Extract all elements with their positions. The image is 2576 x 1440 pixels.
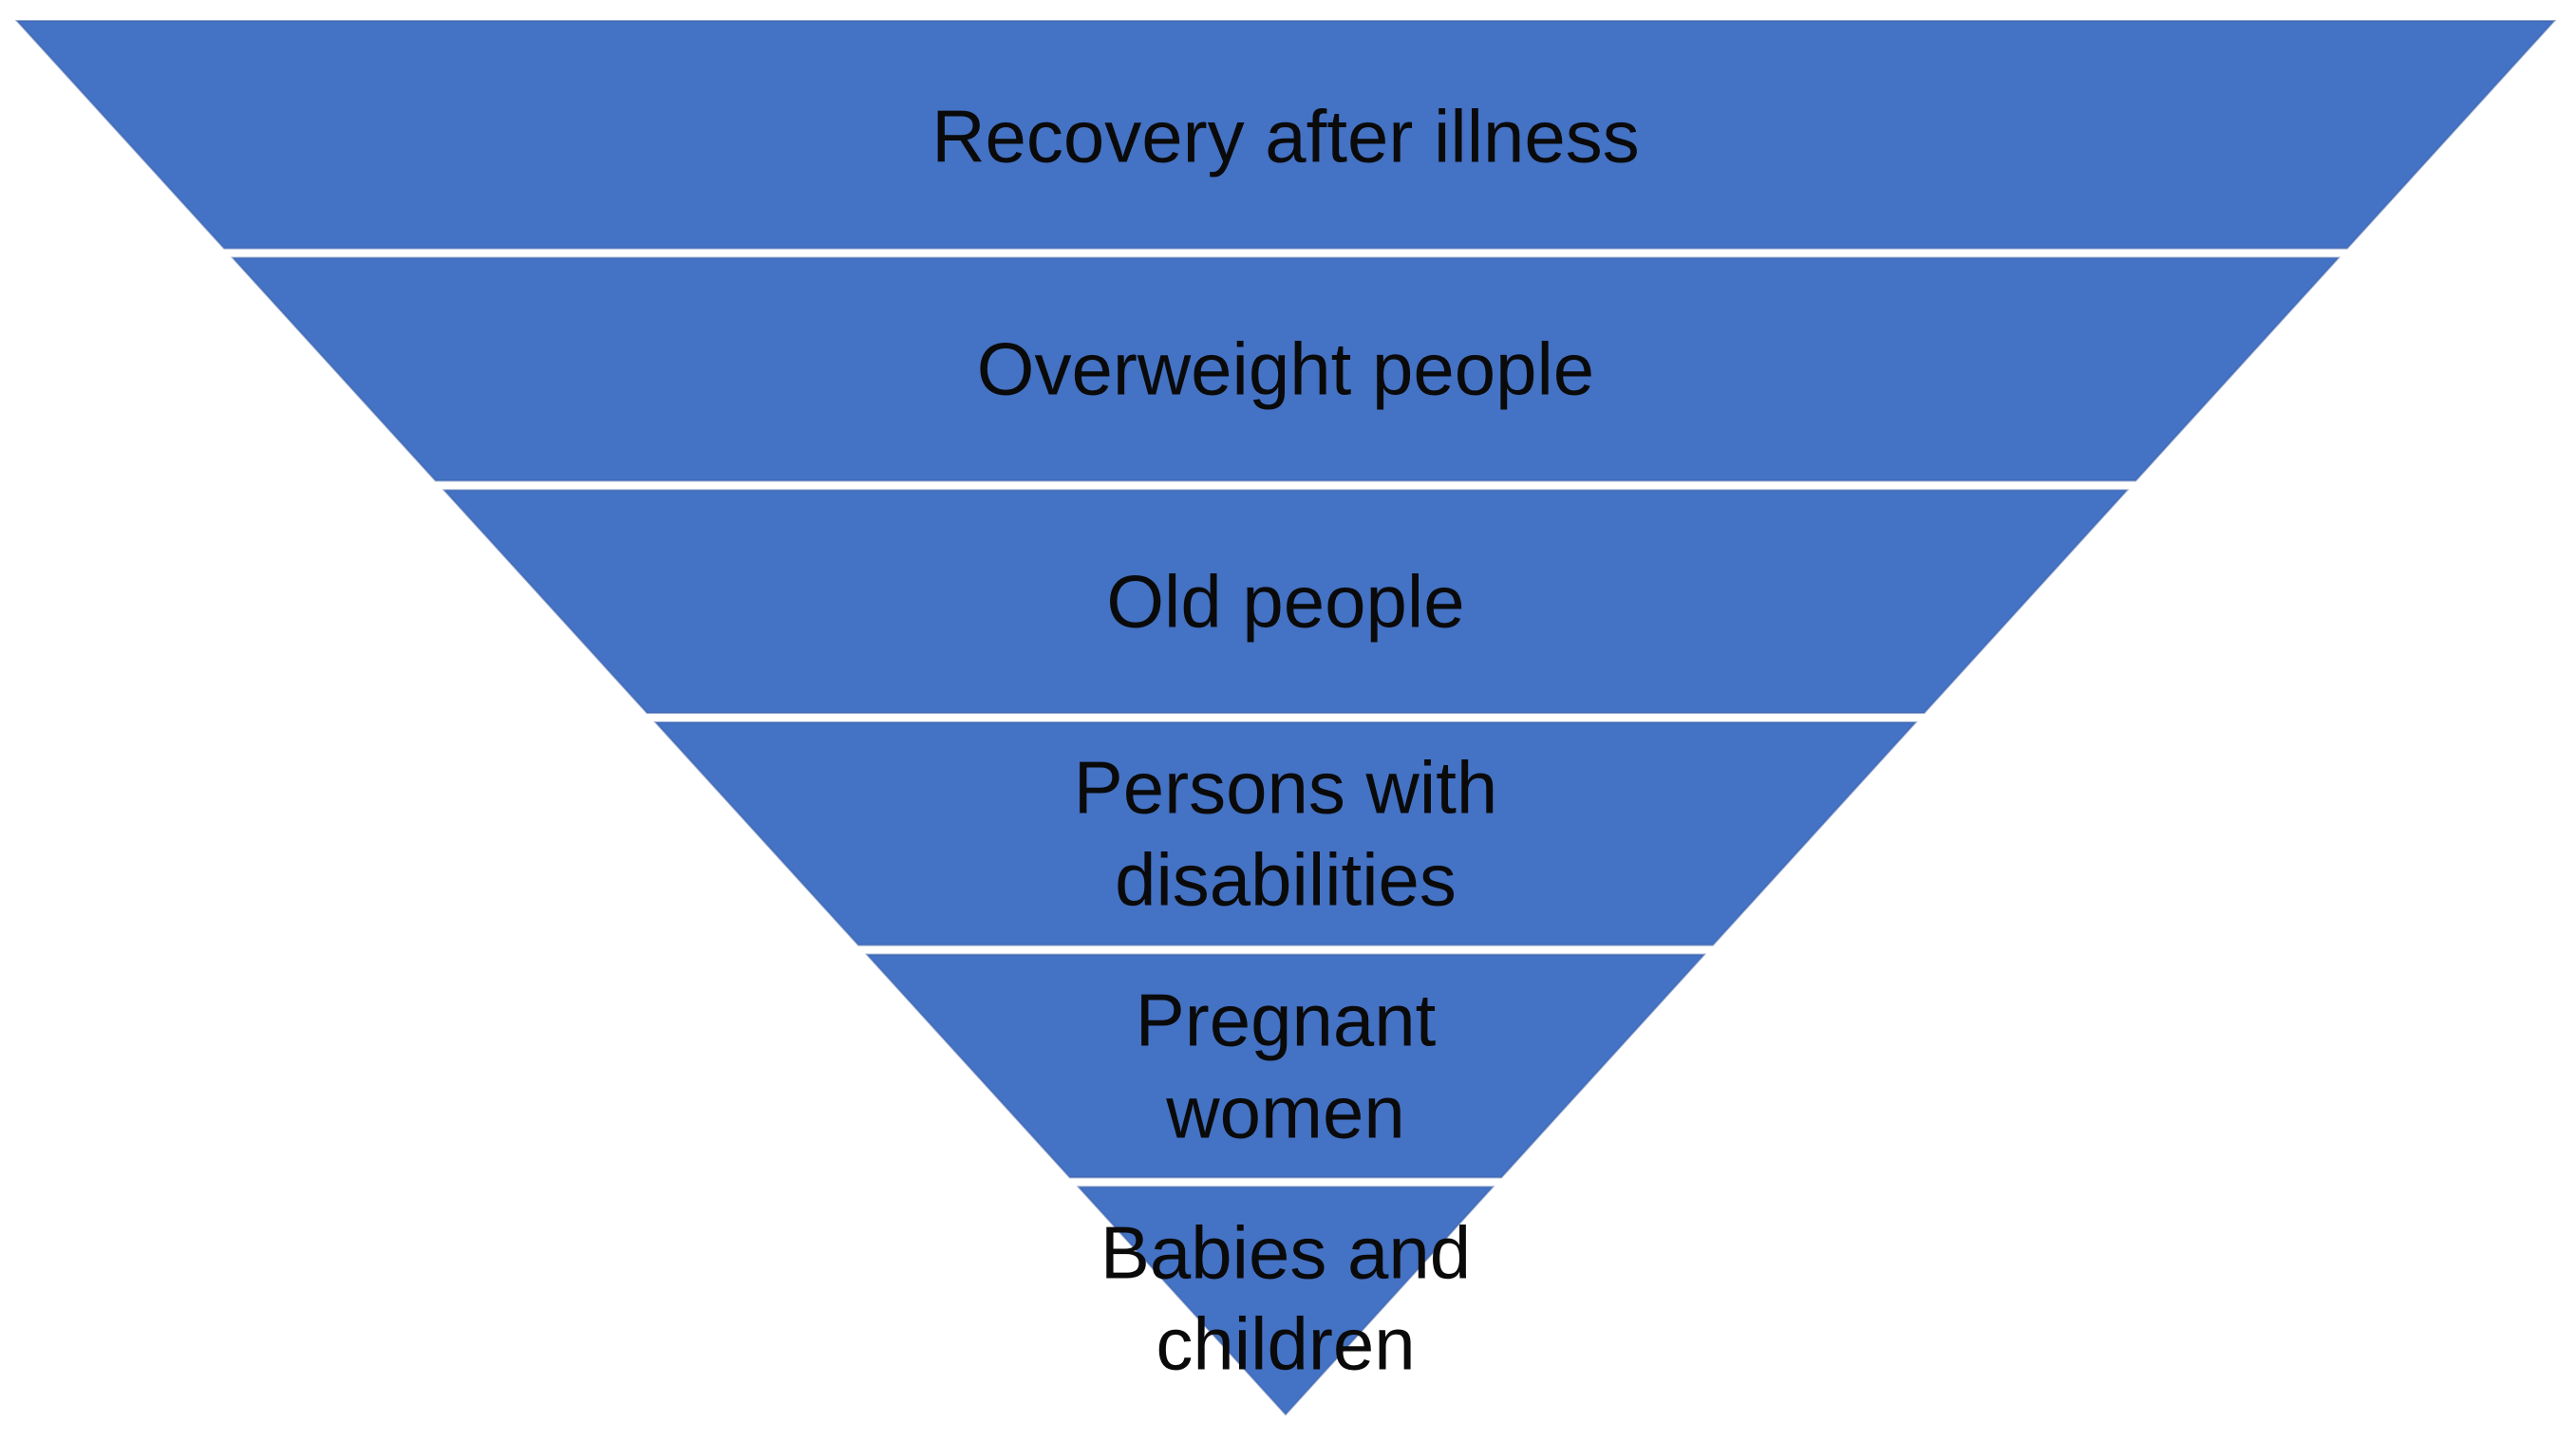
funnel-level-shape-1 xyxy=(14,20,2557,250)
funnel-level-shape-6 xyxy=(1076,1186,1495,1416)
funnel-level-shape-4 xyxy=(653,721,1918,946)
funnel-level-shape-3 xyxy=(442,489,2130,714)
funnel-level-shape-5 xyxy=(864,953,1707,1179)
funnel-level-shape-2 xyxy=(230,256,2341,482)
